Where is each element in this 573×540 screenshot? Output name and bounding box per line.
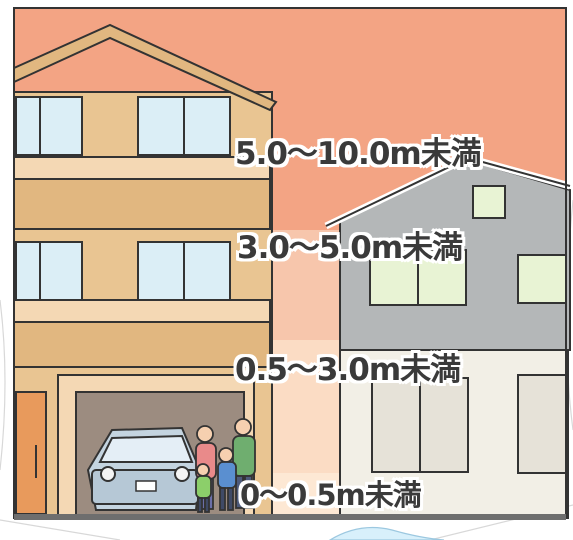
right-house (324, 154, 571, 519)
evacuating-family (195, 418, 256, 513)
band-label-5-10m: 5.0〜10.0m未満 (235, 136, 482, 172)
ground-line (14, 514, 566, 520)
water-stream (328, 526, 445, 540)
band-label-3-5m: 3.0〜5.0m未満 (237, 230, 463, 266)
band-label-0-0_5m: 0〜0.5m未満 (240, 478, 422, 512)
band-label-0_5-3m: 0.5〜3.0m未満 (235, 352, 461, 388)
car (86, 426, 202, 511)
